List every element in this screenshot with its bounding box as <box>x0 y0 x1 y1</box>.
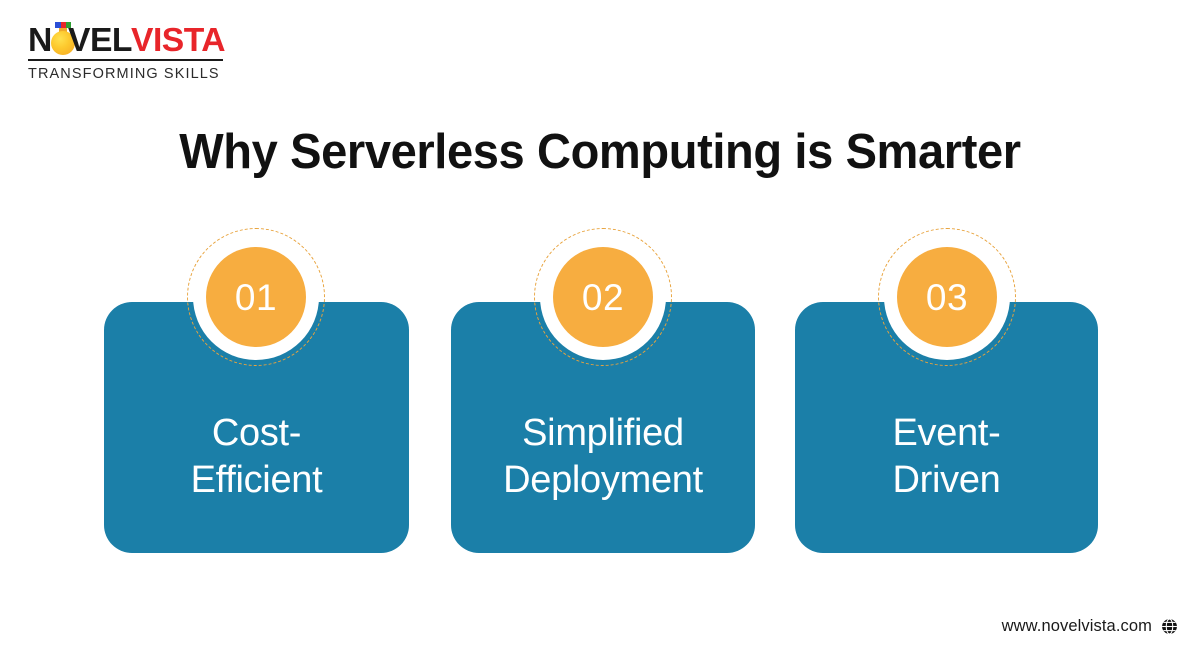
cards-container: Cost- Efficient 01 Simplified Deployment… <box>104 228 1098 553</box>
badge-orange-circle: 03 <box>897 247 997 347</box>
badge-03: 03 <box>878 228 1016 366</box>
badge-white-ring: 02 <box>540 234 666 360</box>
badge-number: 01 <box>234 276 278 318</box>
card-label: Event- Driven <box>892 412 1001 501</box>
badge-number: 02 <box>581 276 625 318</box>
logo-text-n: N <box>28 20 52 58</box>
square-blue <box>55 22 61 28</box>
card-label: Simplified Deployment <box>503 412 703 501</box>
page-title: Why Serverless Computing is Smarter <box>179 125 1021 179</box>
badge-number: 03 <box>925 276 969 318</box>
badge-white-ring: 03 <box>884 234 1010 360</box>
badge-orange-circle: 01 <box>206 247 306 347</box>
footer: www.novelvista.com <box>1002 617 1178 636</box>
square-green <box>65 22 72 28</box>
logo-wordmark: N VEL VISTA <box>28 20 226 58</box>
lightbulb-icon <box>50 22 76 56</box>
logo-tagline: TRANSFORMING SKILLS <box>28 66 220 82</box>
badge-orange-circle: 02 <box>553 247 653 347</box>
bulb-neck <box>59 28 68 32</box>
brand-logo: N VEL VISTA TRANSFORMING SKILLS <box>28 20 226 82</box>
logo-text-vista: VISTA <box>130 20 226 58</box>
footer-website-url[interactable]: www.novelvista.com <box>1001 617 1152 635</box>
card-label: Cost- Efficient <box>190 412 323 501</box>
globe-icon <box>1161 618 1178 635</box>
logo-color-squares <box>55 22 72 28</box>
badge-01: 01 <box>187 228 325 366</box>
badge-02: 02 <box>534 228 672 366</box>
bulb-globe <box>51 31 76 55</box>
square-red <box>60 22 66 28</box>
logo-divider <box>28 59 223 61</box>
badge-white-ring: 01 <box>193 234 319 360</box>
logo-text-vel: VEL <box>68 20 133 58</box>
